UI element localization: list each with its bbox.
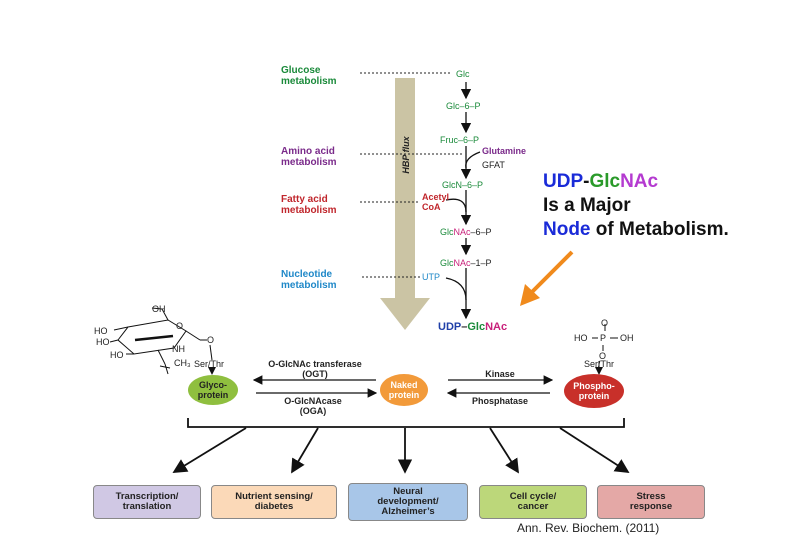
headline-line-1: UDP-GlcNAc <box>543 171 659 192</box>
orange-pointer-arrow <box>520 250 574 306</box>
chem-o-ring: O <box>176 321 184 331</box>
oga-label: O-GlcNAcase(OGA) <box>284 396 342 416</box>
chem-oh: OH <box>152 304 166 314</box>
chem-p: P <box>600 333 607 343</box>
step-udp-glcnac: UDP–GlcNAc <box>438 321 508 333</box>
chem-ch3: CH₃ <box>174 358 191 368</box>
dashed-connectors <box>360 72 462 278</box>
ogt-label: O-GlcNAc transferase(OGT) <box>268 359 362 379</box>
step-utp: UTP <box>422 272 440 282</box>
outcome-connectors <box>172 418 630 474</box>
step-gfat: GFAT <box>482 160 505 170</box>
headline-line-3: Node of Metabolism. <box>543 219 729 240</box>
step-glc-6-p: Glc–6–P <box>446 101 481 111</box>
chem-ser-thr-left: Ser/Thr <box>194 359 225 369</box>
step-fruc-6-p: Fruc–6–P <box>440 135 480 145</box>
phosphoprotein-node: Phospho-protein <box>564 374 624 408</box>
step-glcnac-1-p: GlcNAc–1–P <box>440 258 492 268</box>
chem-p-ho: HO <box>574 333 588 343</box>
glycoprotein-node: Glyco-protein <box>188 375 238 405</box>
step-glutamine: Glutamine <box>482 146 527 156</box>
chem-p-o-top: O <box>601 318 609 328</box>
chem-o-glyco: O <box>207 335 215 345</box>
step-glcnac-6-p: GlcNAc–6–P <box>440 227 492 237</box>
chem-ho-1: HO <box>94 326 108 336</box>
step-glcn-6-p: GlcN–6–P <box>442 180 484 190</box>
chem-ho-2: HO <box>96 337 110 347</box>
chem-ser-thr-right: Ser/Thr <box>584 359 615 369</box>
chem-p-o-bot: O <box>599 351 607 361</box>
hbp-flux-arrow <box>380 78 430 330</box>
chem-p-oh: OH <box>620 333 634 343</box>
outcome-nutrient-sensing: Nutrient sensing/diabetes <box>211 485 337 519</box>
enzyme-arrows <box>252 375 554 398</box>
headline-line-2: Is a Major <box>543 195 631 216</box>
phosphate-structure <box>592 324 618 375</box>
glcnac-structure <box>109 307 216 375</box>
hbp-flux-label: HBP flux <box>401 136 411 174</box>
step-glc: Glc <box>456 69 470 79</box>
chem-ho-3: HO <box>110 350 124 360</box>
outcome-cell-cycle: Cell cycle/cancer <box>479 485 587 519</box>
outcome-transcription: Transcription/translation <box>93 485 201 519</box>
citation: Ann. Rev. Biochem. (2011) <box>517 521 660 535</box>
kinase-label: Kinase <box>485 369 515 379</box>
phosphatase-label: Phosphatase <box>471 396 529 406</box>
pathway-arrows <box>445 82 481 320</box>
chem-nh: NH <box>172 344 185 354</box>
